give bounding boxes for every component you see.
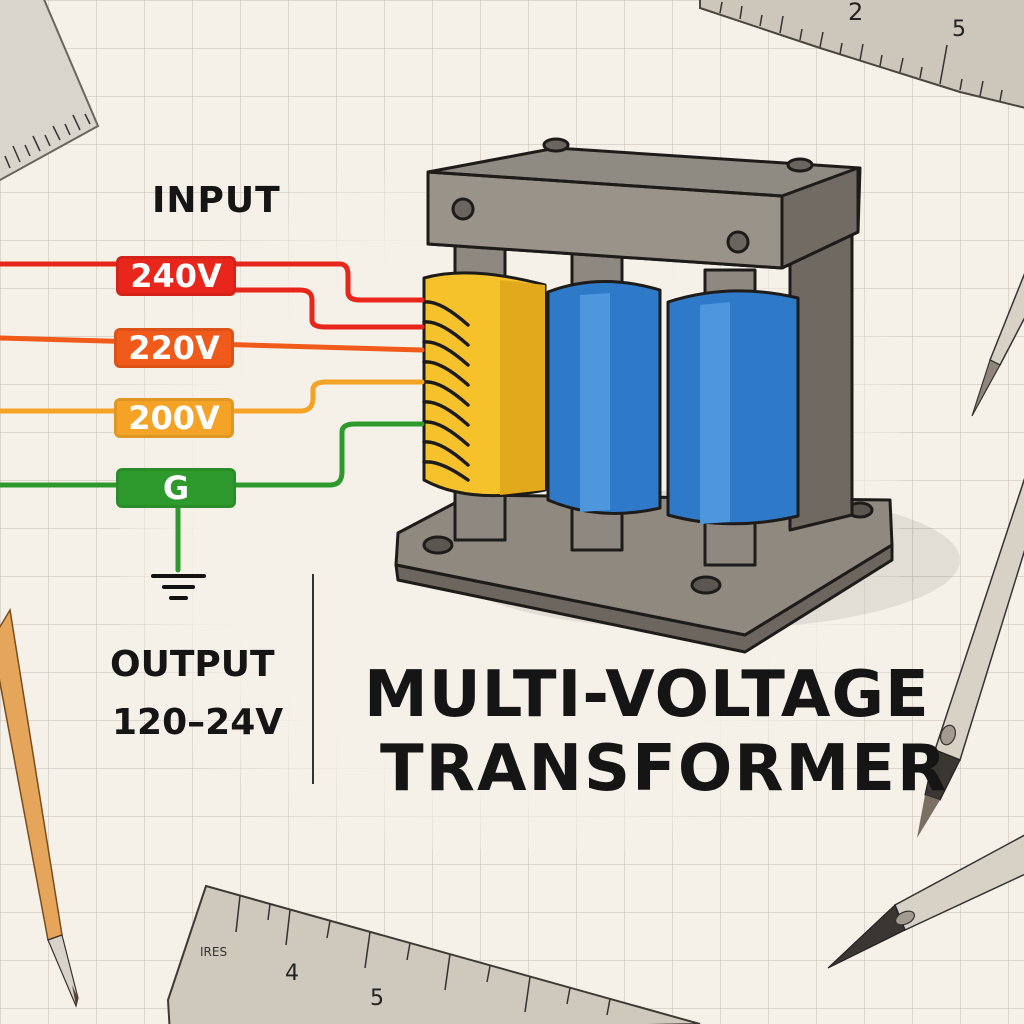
ruler-top-left <box>0 0 100 181</box>
ruler-bottom: 4 5 IRES <box>166 884 701 1024</box>
bolt <box>451 197 475 221</box>
wire-200v <box>0 379 425 414</box>
tag-240v: 240V <box>116 256 236 296</box>
secondary-coil <box>666 289 800 526</box>
mount-hole <box>422 535 454 555</box>
title-line-1: MULTI-VOLTAGE <box>364 658 930 732</box>
output-range: 120–24V <box>112 702 284 743</box>
bolt <box>542 137 570 153</box>
ruler-top-right: 2 5 <box>699 0 1024 109</box>
ruler-mark-2: 2 <box>848 0 863 26</box>
ruler-brand: IRES <box>200 945 227 959</box>
pencil <box>0 607 79 1008</box>
pen-tool-top-right <box>971 272 1024 417</box>
transformer-illustration <box>394 137 894 654</box>
ruler-mark-4: 4 <box>285 961 299 986</box>
tag-ground: G <box>116 468 236 508</box>
tag-200v: 200V <box>114 398 234 438</box>
bolt <box>726 230 750 254</box>
ruler-mark-5: 5 <box>952 17 966 42</box>
mount-hole <box>690 575 722 595</box>
ground-icon <box>151 574 206 600</box>
pen-tool-middle-right <box>917 477 1024 838</box>
wire-240v-tap <box>233 287 425 330</box>
tag-ground-label: G <box>162 469 190 507</box>
tag-220v-label: 220V <box>128 329 220 367</box>
coil-windings <box>422 300 470 482</box>
wire-ground <box>0 421 425 488</box>
tag-240v-label: 240V <box>130 257 222 295</box>
bolt <box>786 157 814 173</box>
tag-200v-label: 200V <box>128 399 220 437</box>
output-label: OUTPUT <box>110 644 275 685</box>
title-line-2: TRANSFORMER <box>380 732 949 806</box>
vertical-divider <box>312 574 314 784</box>
ruler-mark-5-bottom: 5 <box>370 986 384 1011</box>
wire-240v <box>0 261 425 303</box>
tag-220v: 220V <box>114 328 234 368</box>
pen-tool-bottom-right <box>827 834 1024 969</box>
input-label: INPUT <box>152 180 281 221</box>
